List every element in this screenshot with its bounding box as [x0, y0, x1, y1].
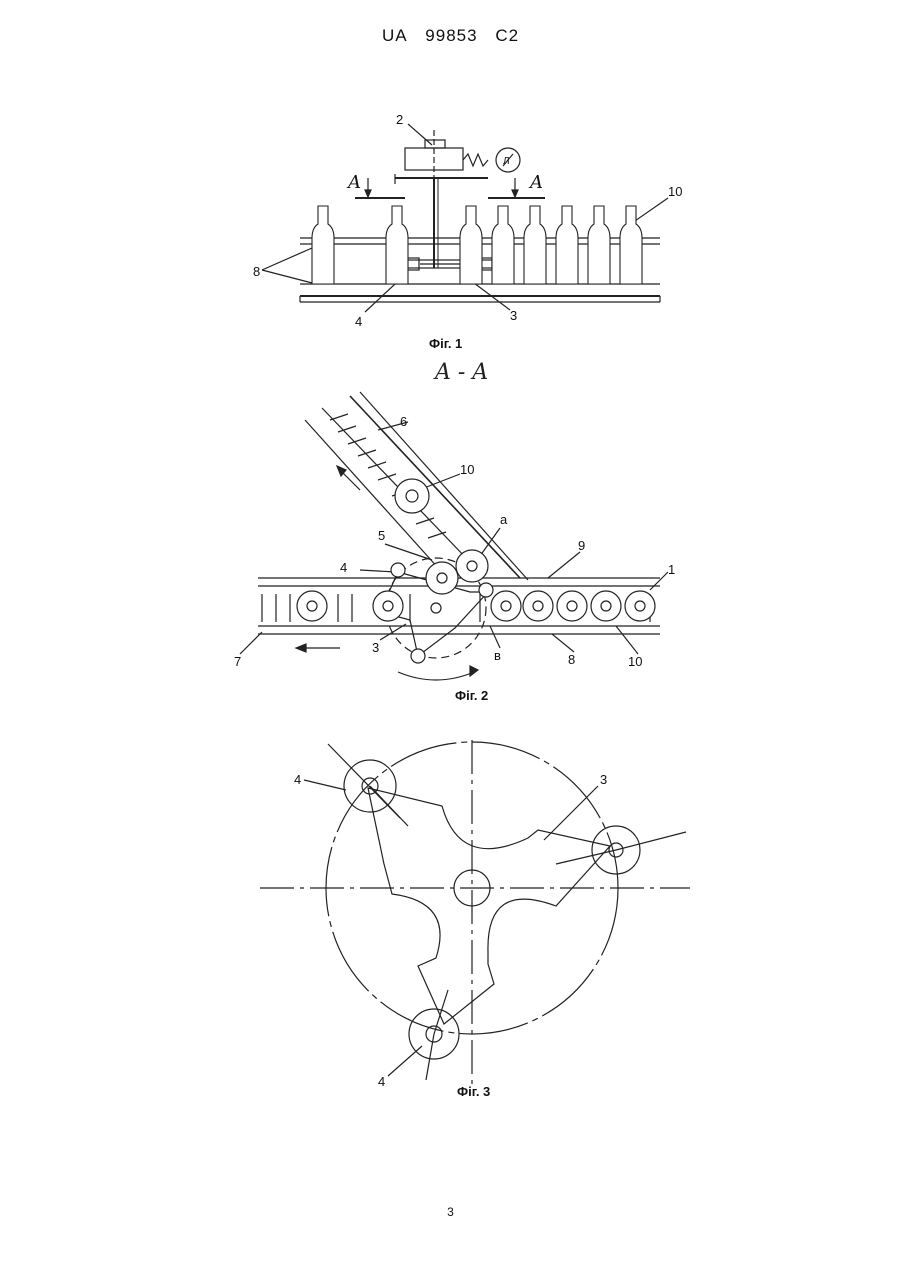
fig3-label-4-bottom: 4	[378, 1074, 385, 1089]
figure-3-caption: Фіг. 3	[457, 1084, 490, 1099]
page-number: 3	[0, 1205, 901, 1219]
fig3-label-4-top: 4	[294, 772, 301, 787]
fig3-label-3: 3	[600, 772, 607, 787]
figure-3-drawing: 4 3 4	[0, 0, 901, 1120]
